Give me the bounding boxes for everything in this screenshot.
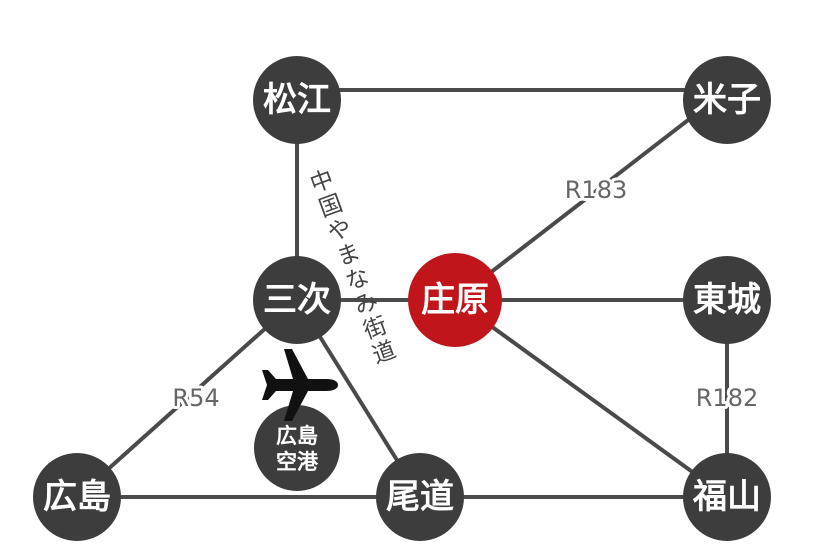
node-yonago-label: 米子	[693, 80, 761, 120]
node-hiroshima-label: 広島	[43, 477, 111, 517]
edge-miyoshi-hiroshima	[75, 298, 299, 499]
node-miyoshi-label: 三次	[263, 280, 331, 320]
node-onomichi-circle	[376, 453, 464, 541]
node-shobara-label: 庄原	[421, 280, 489, 320]
node-tojo-circle	[683, 256, 771, 344]
node-matsue: 松江	[253, 56, 341, 144]
airplane-icon	[262, 349, 338, 421]
node-onomichi: 尾道	[376, 453, 464, 541]
node-airport-circle	[254, 405, 340, 491]
node-fukuyama-circle	[683, 453, 771, 541]
edge-yonago-shobara	[453, 88, 729, 302]
node-airport-label-line1: 広島	[276, 424, 318, 448]
node-tojo-label: 東城	[693, 280, 761, 320]
node-fukuyama: 福山	[683, 453, 771, 541]
node-matsue-label: 松江	[263, 80, 331, 120]
node-shobara: 庄原	[408, 253, 502, 347]
route-label-expressway: 中国やまなみ街道	[307, 166, 400, 369]
route-edges	[75, 88, 729, 499]
node-hiroshima: 広島	[33, 453, 121, 541]
route-label-r182: R182	[696, 384, 758, 412]
route-label-r183: R183	[565, 176, 627, 204]
node-miyoshi: 三次	[253, 256, 341, 344]
node-hiroshima-circle	[33, 453, 121, 541]
node-tojo: 東城	[683, 256, 771, 344]
node-miyoshi-circle	[253, 256, 341, 344]
node-airport: 広島 空港	[254, 405, 340, 491]
node-yonago: 米子	[683, 56, 771, 144]
node-onomichi-label: 尾道	[386, 477, 454, 517]
route-label-r54: R54	[172, 384, 219, 412]
node-shobara-circle	[408, 253, 502, 347]
node-matsue-circle	[253, 56, 341, 144]
node-airport-label-line2: 空港	[276, 450, 319, 474]
node-yonago-circle	[683, 56, 771, 144]
node-fukuyama-label: 福山	[692, 477, 761, 517]
edge-shobara-fukuyama	[453, 298, 729, 499]
